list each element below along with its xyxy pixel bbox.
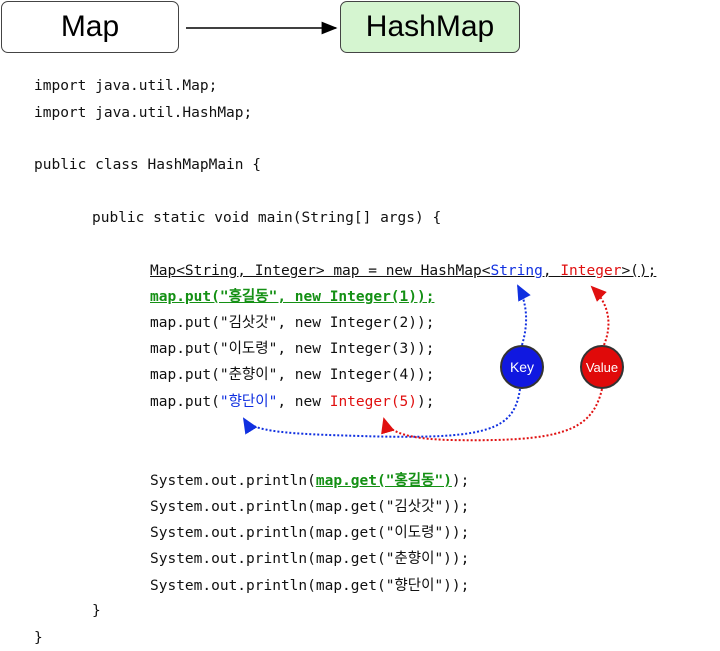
code-class-declaration: public class HashMapMain {	[34, 157, 261, 173]
map-box: Map	[1, 1, 179, 53]
code-close-class: }	[34, 630, 43, 646]
print1-get-call: map.get("홍길동")	[315, 473, 452, 489]
decl-prefix: Map<String, Integer> map = new HashMap<	[150, 263, 491, 279]
put5-mid: , new	[277, 394, 330, 410]
decl-suffix: >();	[621, 263, 657, 279]
key-arrow-put	[242, 388, 521, 438]
value-badge: Value	[580, 345, 624, 389]
hashmap-box: HashMap	[340, 1, 520, 53]
code-print-5: System.out.println(map.get("향단이"));	[150, 578, 470, 594]
value-arrow-put	[381, 388, 603, 442]
print1-suffix: );	[451, 473, 470, 489]
key-arrow-generic	[517, 284, 531, 346]
put5-value: Integer(5)	[329, 394, 418, 410]
code-print-2: System.out.println(map.get("김삿갓"));	[150, 499, 470, 515]
value-arrow-generic	[590, 285, 610, 346]
code-print-4: System.out.println(map.get("춘향이"));	[150, 551, 470, 567]
code-map-declaration: Map<String, Integer> map = new HashMap<S…	[150, 261, 656, 281]
code-close-main: }	[92, 603, 101, 619]
code-put-3: map.put("이도령", new Integer(3));	[150, 341, 435, 357]
decl-key-type: String	[490, 263, 543, 279]
code-put-4: map.put("춘향이", new Integer(4));	[150, 367, 435, 383]
code-print-3: System.out.println(map.get("이도령"));	[150, 525, 470, 541]
print1-prefix: System.out.println(	[150, 473, 316, 489]
code-put-2: map.put("김삿갓", new Integer(2));	[150, 315, 435, 331]
key-badge: Key	[500, 345, 544, 389]
code-import-map: import java.util.Map;	[34, 78, 218, 94]
code-import-hashmap: import java.util.HashMap;	[34, 105, 253, 121]
code-print-1: System.out.println(map.get("홍길동"));	[150, 471, 469, 491]
put5-prefix: map.put(	[150, 394, 220, 410]
code-main-declaration: public static void main(String[] args) {	[92, 210, 442, 226]
decl-value-type: Integer	[560, 263, 622, 279]
code-put-5: map.put("향단이", new Integer(5));	[150, 392, 435, 412]
code-put-1: map.put("홍길동", new Integer(1));	[150, 289, 435, 305]
put5-key: "향단이"	[219, 394, 278, 410]
decl-comma: ,	[542, 263, 561, 279]
put5-suffix: );	[417, 394, 435, 410]
